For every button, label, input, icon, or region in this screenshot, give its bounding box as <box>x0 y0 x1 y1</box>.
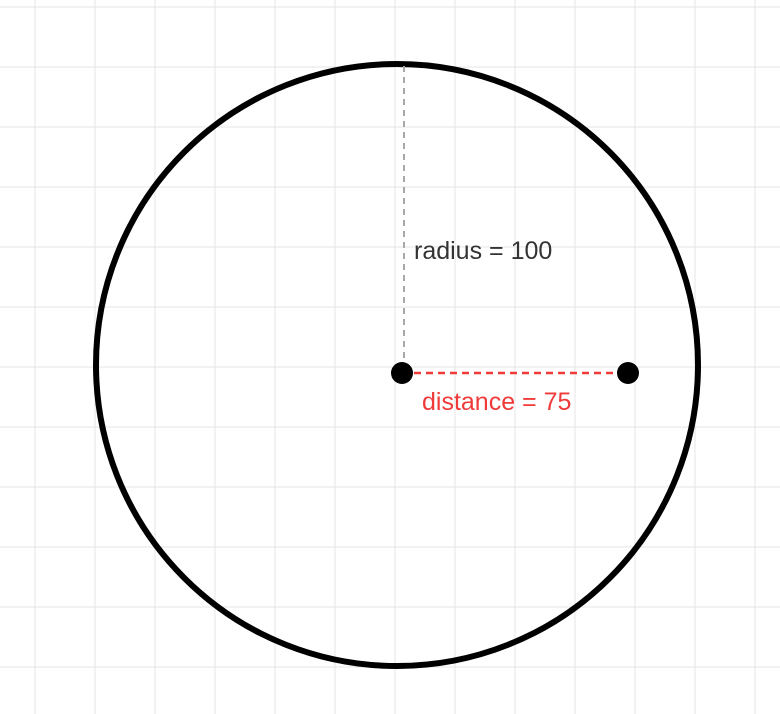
distance-label: distance = 75 <box>422 388 571 416</box>
radius-label: radius = 100 <box>414 237 552 265</box>
target-point <box>617 362 639 384</box>
center-point <box>391 362 413 384</box>
outer-circle <box>93 61 701 669</box>
